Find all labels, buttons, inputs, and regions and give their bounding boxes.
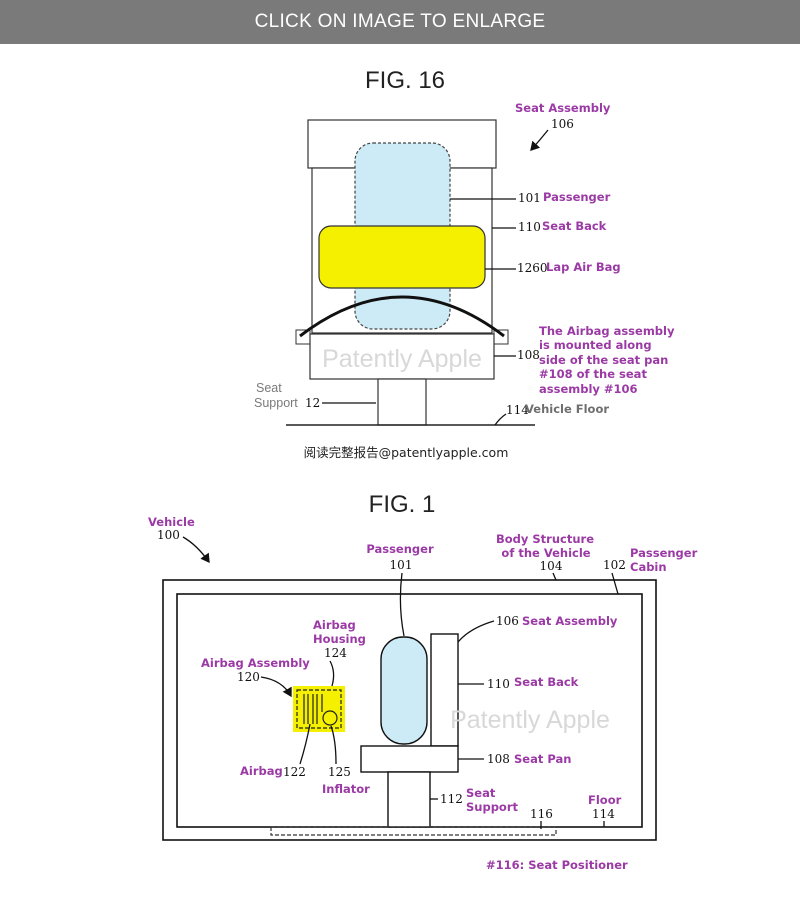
airbag-housing-shape bbox=[293, 686, 345, 732]
ref-110-fig1: 110 bbox=[487, 677, 510, 691]
ref-106: 106 bbox=[551, 117, 574, 131]
ref-101: 101 bbox=[518, 191, 541, 205]
seat-support-label-1: Seat bbox=[256, 381, 282, 395]
seat-positioner-label: #116: Seat Positioner bbox=[486, 858, 628, 872]
folded-airbag-shape bbox=[303, 694, 323, 724]
ref-124: 124 bbox=[324, 646, 347, 660]
leader-114 bbox=[494, 413, 507, 426]
ref-108: 108 bbox=[517, 348, 540, 362]
leader-104 bbox=[552, 572, 557, 581]
airbag-assembly-label: Airbag Assembly bbox=[201, 656, 310, 670]
housing-dashes bbox=[296, 689, 342, 729]
fig1: FIG. 1 Vehicle 100 Patently Apple Passen… bbox=[148, 491, 698, 872]
enlarge-banner[interactable]: CLICK ON IMAGE TO ENLARGE bbox=[0, 0, 800, 44]
lap-air-bag-label: Lap Air Bag bbox=[546, 260, 621, 274]
ref-100: 100 bbox=[157, 528, 180, 542]
note-line-4: #108 of the seat bbox=[539, 367, 647, 381]
seat-back-label-fig1: Seat Back bbox=[514, 675, 579, 689]
ref-122: 122 bbox=[283, 765, 306, 779]
note-line-1: The Airbag assembly bbox=[539, 324, 675, 338]
ref-12: 12 bbox=[305, 396, 320, 410]
floor-label: Floor bbox=[588, 793, 622, 807]
passenger-shape-fig1 bbox=[380, 636, 428, 745]
ref-110: 110 bbox=[518, 220, 541, 234]
ref-120: 120 bbox=[237, 670, 260, 684]
seat-assembly-label-fig1: Seat Assembly bbox=[522, 614, 618, 628]
seat-positioner-shape bbox=[270, 826, 557, 836]
airbag-housing-label-2: Housing bbox=[313, 632, 366, 646]
seat-support-shape bbox=[387, 771, 431, 828]
seat-support-label-2: Support bbox=[254, 396, 298, 410]
airbag-label: Airbag bbox=[240, 764, 283, 778]
seat-support-label-fig1-1: Seat bbox=[466, 786, 496, 800]
ref-108-fig1: 108 bbox=[487, 752, 510, 766]
arrow-100 bbox=[182, 536, 210, 564]
airbag-housing-label-1: Airbag bbox=[313, 618, 356, 632]
body-structure-label-2: of the Vehicle bbox=[501, 546, 590, 560]
airbag-curve bbox=[299, 295, 505, 338]
arrow-120 bbox=[260, 676, 292, 698]
fig16-watermark: Patently Apple bbox=[322, 345, 482, 373]
seat-support-post bbox=[377, 378, 427, 426]
fig1-watermark: Patently Apple bbox=[450, 706, 610, 734]
leader-102 bbox=[611, 572, 619, 595]
body-structure-label-1: Body Structure bbox=[496, 532, 594, 546]
vehicle-label: Vehicle bbox=[148, 515, 195, 529]
fig1-title: FIG. 1 bbox=[369, 491, 436, 518]
vehicle-floor-label: Vehicle Floor bbox=[525, 402, 609, 416]
note-line-2: is mounted along bbox=[539, 338, 652, 352]
passenger-cabin-label-2: Cabin bbox=[630, 560, 667, 574]
airbag-note: The Airbag assembly is mounted along sid… bbox=[539, 324, 675, 396]
ref-101-fig1: 101 bbox=[390, 558, 413, 572]
ref-106-fig1: 106 bbox=[496, 614, 519, 628]
passenger-label-fig1: Passenger bbox=[366, 542, 434, 556]
seat-assembly-label: Seat Assembly bbox=[515, 101, 611, 115]
patent-figures: FIG. 16 Patently Apple Seat Assembly 106… bbox=[148, 67, 698, 872]
leader-124 bbox=[329, 660, 335, 687]
ref-116: 116 bbox=[530, 807, 553, 821]
ref-125: 125 bbox=[328, 765, 351, 779]
airbag-assembly-shape bbox=[293, 686, 345, 732]
leader-122 bbox=[299, 723, 311, 765]
arrow-106 bbox=[530, 129, 549, 151]
ref-114-fig1: 114 bbox=[592, 807, 615, 821]
inflator-label: Inflator bbox=[322, 782, 370, 796]
note-line-3: side of the seat pan bbox=[539, 353, 668, 367]
inflator-shape bbox=[322, 710, 338, 726]
passenger-label: Passenger bbox=[543, 190, 611, 204]
ref-102: 102 bbox=[603, 558, 626, 572]
fig16: FIG. 16 Patently Apple Seat Assembly 106… bbox=[254, 67, 675, 460]
fig16-title: FIG. 16 bbox=[365, 67, 445, 94]
passenger-cabin-label-1: Passenger bbox=[630, 546, 698, 560]
seat-pan-label: Seat Pan bbox=[514, 752, 571, 766]
seat-back-shape bbox=[430, 633, 459, 747]
leader-106-fig1 bbox=[457, 620, 495, 643]
source-credit: 阅读完整报告@patentlyapple.com bbox=[304, 445, 509, 460]
leader-101-fig1 bbox=[399, 572, 405, 637]
ref-114: 114 bbox=[506, 403, 529, 417]
lap-air-bag-shape bbox=[318, 225, 486, 289]
ref-104: 104 bbox=[540, 559, 563, 573]
seat-support-label-fig1-2: Support bbox=[466, 800, 519, 814]
ref-112: 112 bbox=[440, 792, 463, 806]
seat-back-label: Seat Back bbox=[542, 219, 607, 233]
note-line-5: assembly #106 bbox=[539, 382, 638, 396]
seat-pan-shape bbox=[360, 745, 459, 773]
ref-1260: 1260 bbox=[517, 261, 548, 275]
leader-125 bbox=[330, 725, 337, 765]
